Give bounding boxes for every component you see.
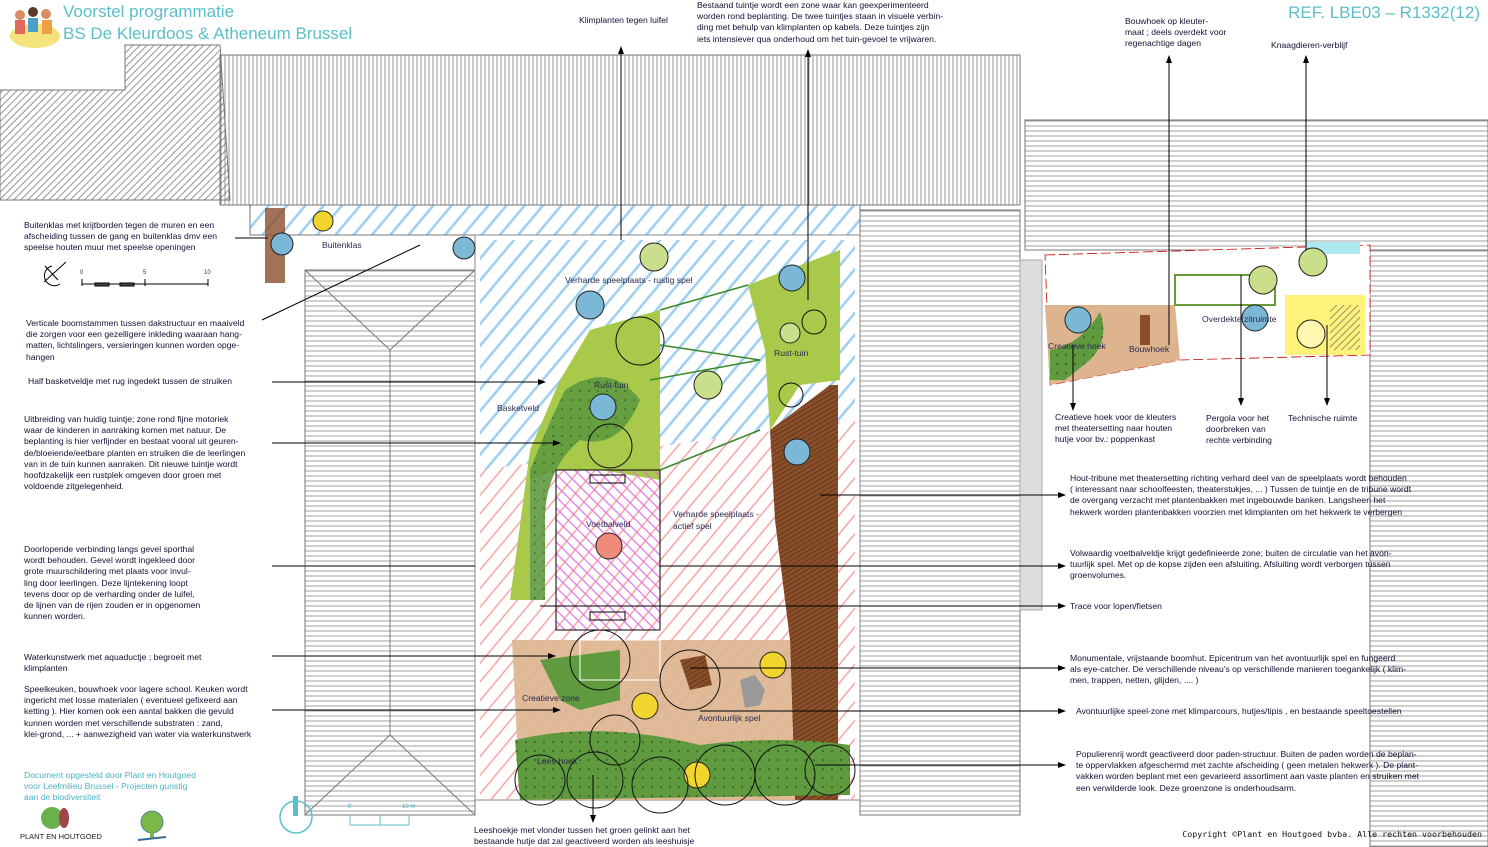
group-people-icon [1241, 304, 1269, 332]
building-far-right [1369, 249, 1488, 847]
tree-icon [778, 382, 804, 408]
north-arrow-icon [43, 261, 67, 287]
boomhut [680, 655, 712, 690]
rodent-icon [1298, 247, 1328, 277]
note-klimplanten: Klimplanten tegen luifel [579, 15, 668, 25]
note-voetbal: Volwaardig voetbalveldje krijgt gedefini… [1070, 548, 1392, 581]
scale-top-0: 0 [80, 270, 84, 276]
plant-icon [1248, 265, 1278, 295]
note-waterkunstwerk: Waterkunstwerk met aquaductje ; begroeit… [24, 652, 202, 674]
hout-tribune [770, 385, 838, 800]
football-icon [595, 532, 623, 560]
tree-icon [801, 309, 827, 335]
logo-text: PLANT EN HOUTGOED [20, 832, 102, 841]
label-basketveld: Basketveld [497, 403, 540, 413]
plan-icons [270, 210, 1328, 814]
note-knaagdieren: Knaagdieren-verblijf [1271, 40, 1348, 50]
scale-bar-bottom [349, 815, 410, 826]
group-people-icon [783, 438, 811, 466]
note-technische-ruimte: Technische ruimte [1288, 413, 1358, 423]
label-bouwhoek: Bouwhoek [1129, 344, 1170, 354]
scale-bottom-0: 0 [348, 804, 352, 810]
note-document-author: Document opgesteld door Plant en Houtgoe… [24, 770, 196, 803]
label-overdekte-zitruimte: Overdekte zitruimte [1202, 314, 1277, 324]
buitenklas-icon [312, 210, 334, 232]
building-left-roof [0, 44, 231, 201]
playground-icon [683, 761, 711, 789]
title-line-1: Voorstel programmatie [63, 2, 235, 21]
group-people-icon [589, 393, 617, 421]
group-people-icon [575, 290, 605, 320]
label-voetbalveld: Voetbalveld [586, 519, 631, 529]
label-rust-tuin-right: Rust-tuin [774, 348, 809, 358]
note-pergola: Pergola voor het doorbreken van rechte v… [1206, 413, 1272, 446]
book-icon [1064, 306, 1092, 334]
plant-icon [693, 370, 723, 400]
tree-logo [137, 810, 167, 841]
label-creatieve-hoek: Creatieve hoek [1048, 341, 1106, 351]
tree-icon [587, 423, 633, 469]
scale-bottom-10: 10 m [402, 804, 416, 810]
note-leeshoekje: Leeshoekje met vlonder tussen het groen … [474, 825, 695, 847]
annex [1044, 242, 1371, 386]
label-verhard-rustig: Verharde speelplaats - rustig spel [565, 275, 693, 285]
rust-tuin-left [510, 310, 660, 600]
note-populieren: Populierenrij wordt geactiveerd door pad… [1076, 749, 1419, 793]
north-arrow-bottom-icon [279, 796, 313, 834]
title-line-2: BS De Kleurdoos & Atheneum Brussel [63, 24, 353, 43]
label-verhard-actief: Verharde speelplaats - actief spel [673, 509, 759, 531]
scale-top-10: 10 [204, 270, 211, 276]
note-buitenklas: Buitenklas met krijtborden tegen de mure… [24, 220, 218, 253]
building-right-top [1024, 119, 1488, 251]
note-boomstammen: Verticale boomstammen tussen dakstructuu… [26, 318, 245, 362]
label-rust-tuin-left: Rust-tuin [594, 380, 629, 390]
note-uitbreiding: Uitbreiding van huidig tuintje; zone ron… [24, 414, 246, 492]
label-creatieve-zone: Creatieve zone [522, 693, 580, 703]
copyright: Copyright ©Plant en Houtgoed bvba. Alle … [1182, 829, 1482, 839]
group-people-icon [270, 232, 294, 256]
label-lees-hoek: Lees-hoek [537, 756, 578, 766]
plant-icon [639, 242, 669, 272]
building-right [859, 209, 1021, 816]
scale-bar-top [81, 279, 209, 287]
group-people-icon [778, 264, 806, 292]
group-people-icon [452, 236, 476, 260]
note-avontuurlijk: Avontuurlijke speel-zone met klimparcour… [1076, 706, 1402, 716]
kids-logo [10, 7, 60, 48]
reference-code: REF. LBE03 – R1332(12) [1288, 3, 1480, 22]
insect-icon [779, 322, 801, 344]
page-title: Voorstel programmatie BS De Kleurdoos & … [63, 1, 352, 45]
note-creatieve-hoek: Creatieve hoek voor de kleuters met thea… [1055, 412, 1177, 445]
building-top-roof [219, 54, 1021, 206]
label-buitenklas: Buitenklas [322, 240, 362, 250]
note-doorlopende: Doorlopende verbinding langs gevel sport… [24, 544, 201, 622]
note-trace: Trace voor lopen/fietsen [1070, 601, 1162, 611]
note-tribune: Hout-tribune met theatersetting richting… [1070, 473, 1412, 517]
plant-en-houtgoed-logo [41, 807, 69, 829]
climbing-cables [649, 284, 761, 471]
scale-top-5: 5 [143, 270, 147, 276]
playground-icon [759, 651, 787, 679]
note-basket: Half basketveldje met rug ingedekt tusse… [28, 376, 232, 386]
note-bestaand-tuintje: Bestaand tuintje wordt een zone waar kan… [697, 0, 944, 44]
note-bouwhoek: Bouwhoek op kleuter- maat ; deels overde… [1125, 16, 1227, 49]
note-boomhut: Monumentale, vrijstaande boomhut. Epicen… [1070, 653, 1407, 686]
tree-icon [615, 316, 665, 366]
trash-icon [1296, 319, 1326, 349]
note-speelkeuken: Speelkeuken, bouwhoek voor lagere school… [24, 684, 252, 739]
playground-icon [631, 692, 659, 720]
leader-lines [235, 46, 1330, 823]
buildings [0, 44, 1488, 847]
label-avontuurlijk-spel: Avontuurlijk spel [698, 713, 761, 723]
